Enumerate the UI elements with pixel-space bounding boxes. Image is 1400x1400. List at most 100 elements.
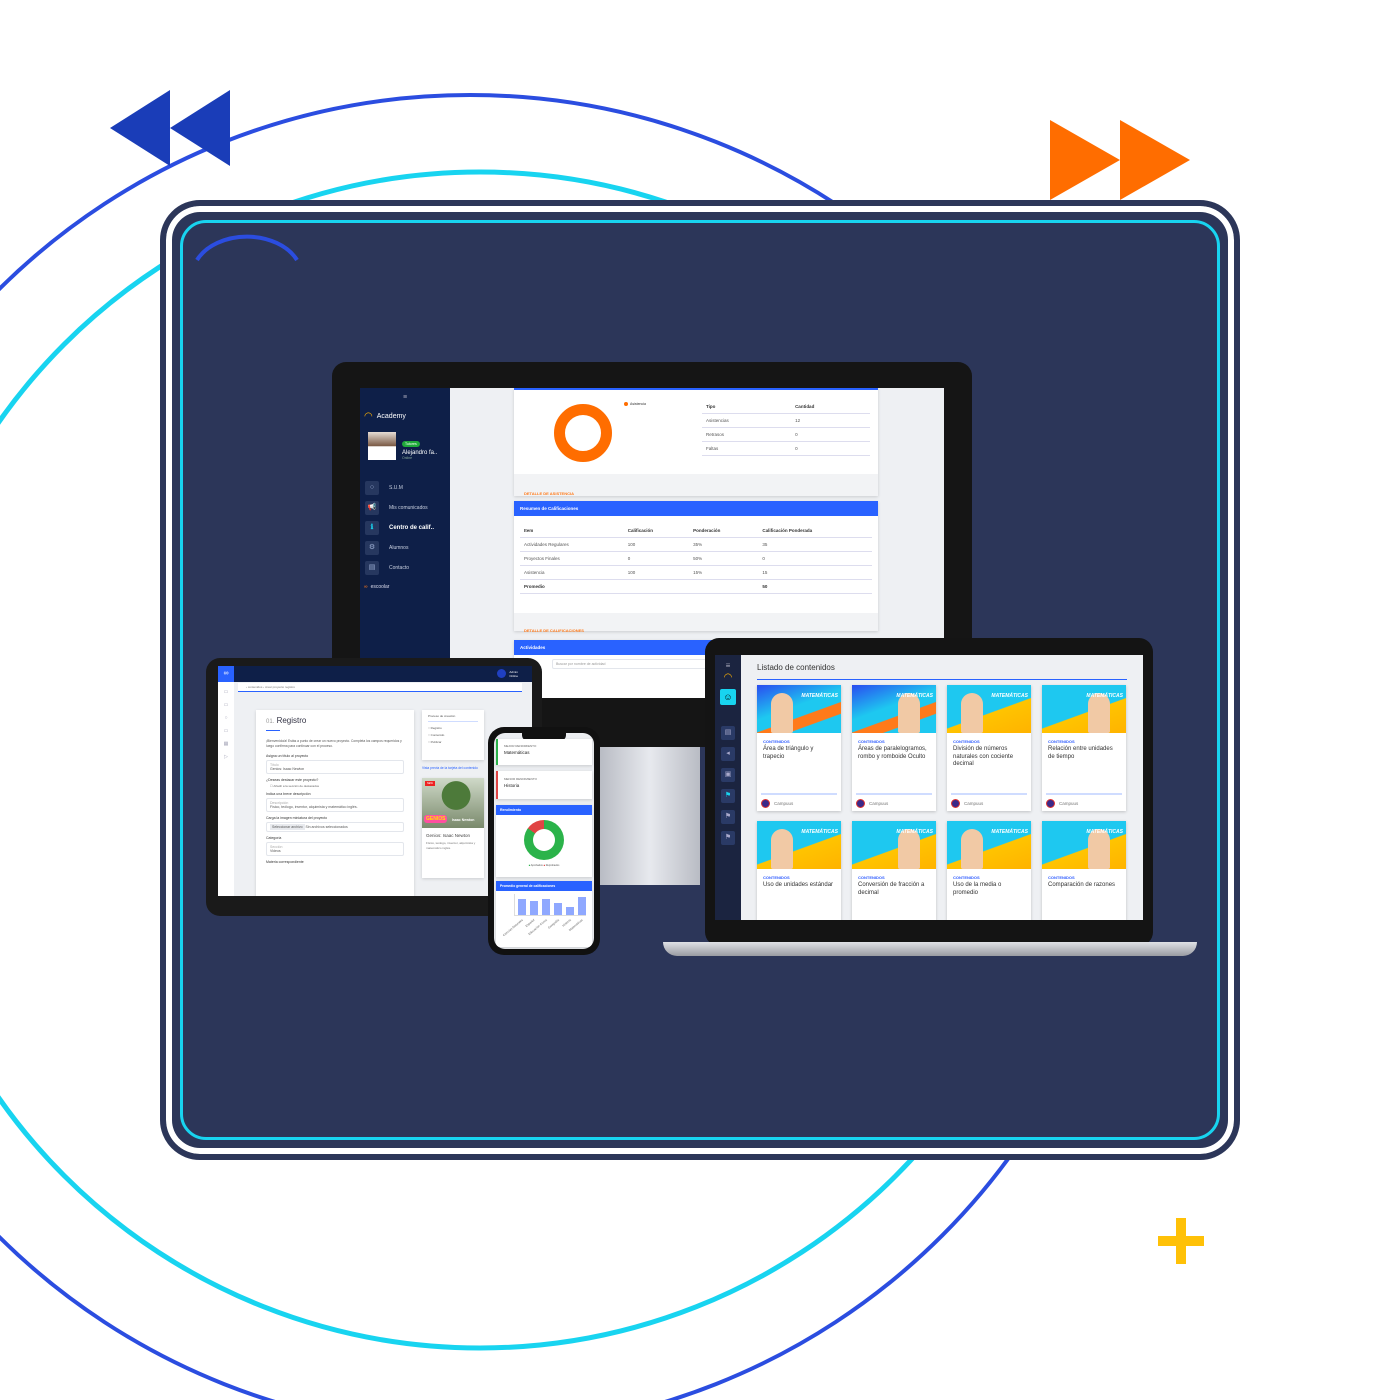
square-icon[interactable]: ▣ <box>721 768 735 782</box>
card-title: Relación entre unidades de tiempo <box>1048 746 1113 760</box>
flag-icon[interactable]: ⚑ <box>721 810 735 824</box>
subject-tag: MATEMÁTICAS <box>896 693 933 699</box>
content-card[interactable]: MATEMÁTICAS CONTENIDOS División de númer… <box>947 685 1031 811</box>
content-card[interactable]: MATEMÁTICAS CONTENIDOS Área de triángulo… <box>757 685 841 811</box>
user-name: Alejandro fa.. <box>402 450 438 456</box>
genios-logo: GENIOS <box>424 815 448 823</box>
content-card[interactable]: MATEMÁTICAS CONTENIDOS Uso de unidades e… <box>757 821 841 920</box>
content-card[interactable]: MATEMÁTICAS CONTENIDOS Conversión de fra… <box>852 821 936 920</box>
registration-form: 01. Registro ¡Bienvenido/a! Estás a punt… <box>256 710 414 896</box>
preview-title: Vista previa de la tarjeta del contenido <box>422 766 478 770</box>
featured-label: ¿Deseas destacar este proyecto? <box>266 778 319 782</box>
category-label: Categoría <box>266 836 282 840</box>
legend-failed: ■ Reprobados <box>543 864 560 867</box>
admin-name: Admin <box>509 669 518 674</box>
calendar-icon[interactable]: ▤ <box>721 726 735 740</box>
subject-tag: MATEMÁTICAS <box>991 829 1028 835</box>
nav-label: Alumnos <box>389 545 409 551</box>
process-step[interactable]: ○ Contenido <box>428 733 445 737</box>
average-title: Promedio general de calificaciones <box>496 881 592 891</box>
content-card[interactable]: MATEMÁTICAS CONTENIDOS Comparación de ra… <box>1042 821 1126 920</box>
card-category: CONTENIDOS <box>1048 875 1075 880</box>
legend-label: Asistencia <box>630 402 646 406</box>
subject-tag: MATEMÁTICAS <box>991 693 1028 699</box>
academy-logo-icon: ◠ <box>364 411 373 422</box>
card-title: Uso de la media o promedio <box>953 882 1002 896</box>
file-button[interactable]: Seleccionar archivo <box>270 824 305 830</box>
brand-name: Academy <box>376 413 406 420</box>
author-avatar <box>951 798 960 808</box>
flag-icon[interactable]: ⚑ <box>721 831 735 845</box>
legend-approved: ■ Aprobados <box>528 864 543 867</box>
phone-notch <box>522 733 566 741</box>
academy-logo-icon: ◠ <box>723 672 733 683</box>
legend-dot-icon <box>624 402 628 406</box>
card-category: CONTENIDOS <box>953 875 980 880</box>
card-image: MATEMÁTICAS <box>757 685 841 733</box>
card-image: MATEMÁTICAS <box>1042 821 1126 869</box>
preview-card: NEW GENIOS Isaac Newton Genios: Isaac Ne… <box>422 778 484 878</box>
average-bar <box>518 899 526 915</box>
circle-icon: ○ <box>365 481 379 495</box>
preview-card-title: Genios: Isaac Newton <box>426 833 471 838</box>
title-label: Asigna un título al proyecto <box>266 754 309 758</box>
menu-icon[interactable]: ≡ <box>725 661 731 670</box>
nav-item-sum[interactable]: ○S.U.M <box>365 478 450 498</box>
card-title: Áreas de paralelogramos, rombo y romboid… <box>858 746 927 760</box>
grades-title: Resumen de Calificaciones <box>514 501 878 516</box>
card-title: Comparación de razones <box>1048 882 1116 888</box>
process-step[interactable]: ○ Publicar <box>428 740 442 744</box>
nav-item-alumnos[interactable]: ⚙ Alumnos <box>365 538 450 558</box>
card-author: Campuus <box>1059 800 1079 806</box>
card-image: MATEMÁTICAS <box>947 685 1031 733</box>
menu-icon[interactable]: ≡ <box>402 394 408 401</box>
card-title: División de números naturales con cocien… <box>953 746 1014 767</box>
smiley-icon[interactable]: ☺ <box>720 689 736 705</box>
nav-item-comunicados[interactable]: 📢Mis comunicados <box>365 498 450 518</box>
nav-label: Centro de calif.. <box>389 525 435 531</box>
file-input[interactable]: Seleccionar archivo Sin archivos selecci… <box>266 822 404 832</box>
subject-tag: MATEMÁTICAS <box>801 829 838 835</box>
flag-icon[interactable]: ⚑ <box>721 789 735 803</box>
megaphone-icon: 📢 <box>365 501 379 515</box>
grades-detail-link[interactable]: DETALLE DE CALIFICACIONES <box>524 628 584 633</box>
student-image <box>1088 829 1110 869</box>
card-title: Uso de unidades estándar <box>763 882 834 888</box>
card-category: CONTENIDOS <box>763 875 790 880</box>
best-label: MEJOR RENDIMIENTO <box>504 744 537 748</box>
average-bar <box>566 907 574 915</box>
featured-checkbox[interactable]: ☐ Añadir a la sección de destacados <box>270 784 320 788</box>
megaphone-icon[interactable]: ◂ <box>721 747 735 761</box>
student-image <box>771 829 793 869</box>
content-card[interactable]: MATEMÁTICAS CONTENIDOS Áreas de paralelo… <box>852 685 936 811</box>
process-card: Proceso de creación ○ Registro ○ Conteni… <box>422 710 484 760</box>
subject-tag: MATEMÁTICAS <box>1086 829 1123 835</box>
nav-label: Contacto <box>389 565 410 571</box>
content-card[interactable]: MATEMÁTICAS CONTENIDOS Relación entre un… <box>1042 685 1126 811</box>
average-bar <box>542 899 550 915</box>
attendance-detail-link[interactable]: DETALLE DE ASISTENCIA <box>524 491 575 496</box>
student-image <box>961 693 983 733</box>
nav-item-contacto[interactable]: ▤Contacto <box>365 558 450 578</box>
decorative-arc <box>195 234 299 262</box>
tablet-sidebar: ▭▭○▭▦▷ <box>218 682 234 896</box>
card-author: Campuus <box>869 800 889 806</box>
card-author: Campuus <box>964 800 984 806</box>
step-number: 01. <box>266 719 275 725</box>
gear-icon: ⚙ <box>365 541 379 555</box>
laptop-sidebar: ≡ ◠ ☺ ▤ ◂ ▣ ⚑ ⚑ ⚑ <box>715 655 741 920</box>
student-image <box>771 693 793 733</box>
content-card[interactable]: MATEMÁTICAS CONTENIDOS Uso de la media o… <box>947 821 1031 920</box>
breadcrumb: › contenidos › crear proyecto registro <box>238 683 522 692</box>
image-label: Carga la imagen miniatura del proyecto <box>266 816 328 820</box>
desktop-sidebar: ≡ ◠ Academy Tutores Alejandro fa.. Onlin… <box>360 388 450 698</box>
card-title: Área de triángulo y trapecio <box>763 746 814 760</box>
process-step[interactable]: ○ Registro <box>428 726 442 730</box>
